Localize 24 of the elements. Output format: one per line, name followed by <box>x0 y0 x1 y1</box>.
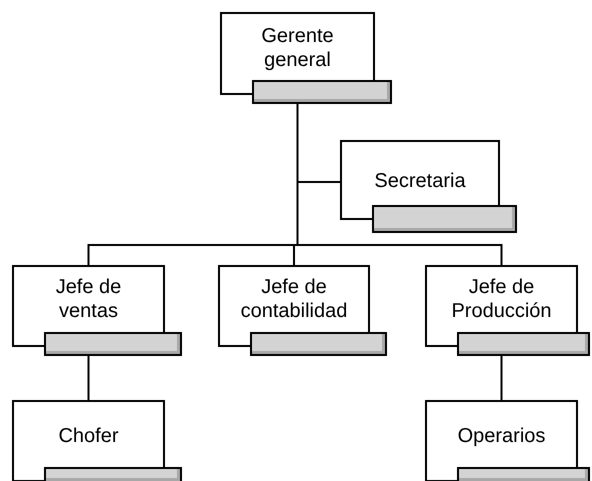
position-box <box>12 400 165 467</box>
position-title: Chofer <box>57 424 120 448</box>
position-title: Secretaria <box>373 169 467 193</box>
position-title: Gerente general <box>260 24 335 72</box>
name-plate-bar <box>218 332 387 356</box>
name-plate-bar <box>220 80 392 104</box>
name-plate-bar <box>12 332 182 356</box>
position-box <box>425 400 578 467</box>
position-box <box>340 140 500 205</box>
position-box <box>218 265 370 332</box>
connector-line <box>500 356 502 400</box>
name-plate-bar <box>425 332 590 356</box>
position-title: Operarios <box>456 424 546 448</box>
name-plate-bar <box>12 467 182 481</box>
connector-line <box>296 104 502 265</box>
position-title: Jefe de Producción <box>450 275 553 323</box>
name-plate-bar <box>340 205 517 233</box>
position-box <box>220 12 375 80</box>
connector-line <box>88 356 90 400</box>
name-plate-bar <box>425 467 590 481</box>
position-title: Jefe de contabilidad <box>240 275 348 323</box>
position-title: Jefe de ventas <box>54 275 122 323</box>
position-box <box>12 265 165 332</box>
position-box <box>425 265 578 332</box>
